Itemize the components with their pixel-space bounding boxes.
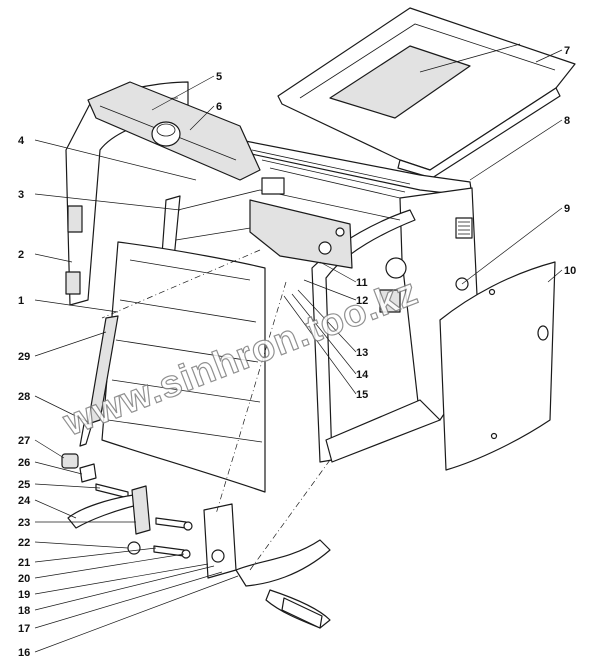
callout-12: 12 — [356, 295, 368, 307]
callout-27: 27 — [18, 435, 30, 447]
callout-3: 3 — [18, 189, 24, 201]
callout-20: 20 — [18, 573, 30, 585]
sun-visor-bar — [87, 81, 261, 181]
wiper-assembly — [79, 315, 119, 447]
callout-1: 1 — [18, 295, 24, 307]
leader-lines — [34, 49, 563, 653]
front-windshield — [101, 241, 266, 493]
callout-25: 25 — [18, 479, 30, 491]
callout-19: 19 — [18, 589, 30, 601]
callout-4: 4 — [18, 135, 25, 147]
callout-28: 28 — [18, 391, 30, 403]
callout-15: 15 — [356, 389, 368, 401]
callout-10: 10 — [564, 265, 576, 277]
callout-29: 29 — [18, 351, 30, 363]
callout-16: 16 — [18, 647, 30, 659]
callout-9: 9 — [564, 203, 570, 215]
assembly-axes — [101, 249, 331, 571]
roof-panel — [277, 7, 576, 179]
callout-labels: 1 2 3 4 5 6 7 8 9 10 11 12 13 14 15 16 1… — [18, 45, 576, 659]
callout-14: 14 — [356, 369, 369, 381]
callout-6: 6 — [216, 101, 222, 113]
callout-23: 23 — [18, 517, 30, 529]
callout-18: 18 — [18, 605, 30, 617]
callout-22: 22 — [18, 537, 30, 549]
callout-26: 26 — [18, 457, 30, 469]
callout-7: 7 — [564, 45, 570, 57]
callout-21: 21 — [18, 557, 30, 569]
callout-11: 11 — [356, 277, 368, 289]
callout-24: 24 — [18, 495, 31, 507]
mirror-bracket — [153, 503, 331, 629]
right-door — [439, 261, 556, 471]
callout-8: 8 — [564, 115, 570, 127]
callout-5: 5 — [216, 71, 222, 83]
wiper-hardware — [61, 453, 151, 555]
callout-17: 17 — [18, 623, 30, 635]
callout-13: 13 — [356, 347, 368, 359]
callout-2: 2 — [18, 249, 24, 261]
